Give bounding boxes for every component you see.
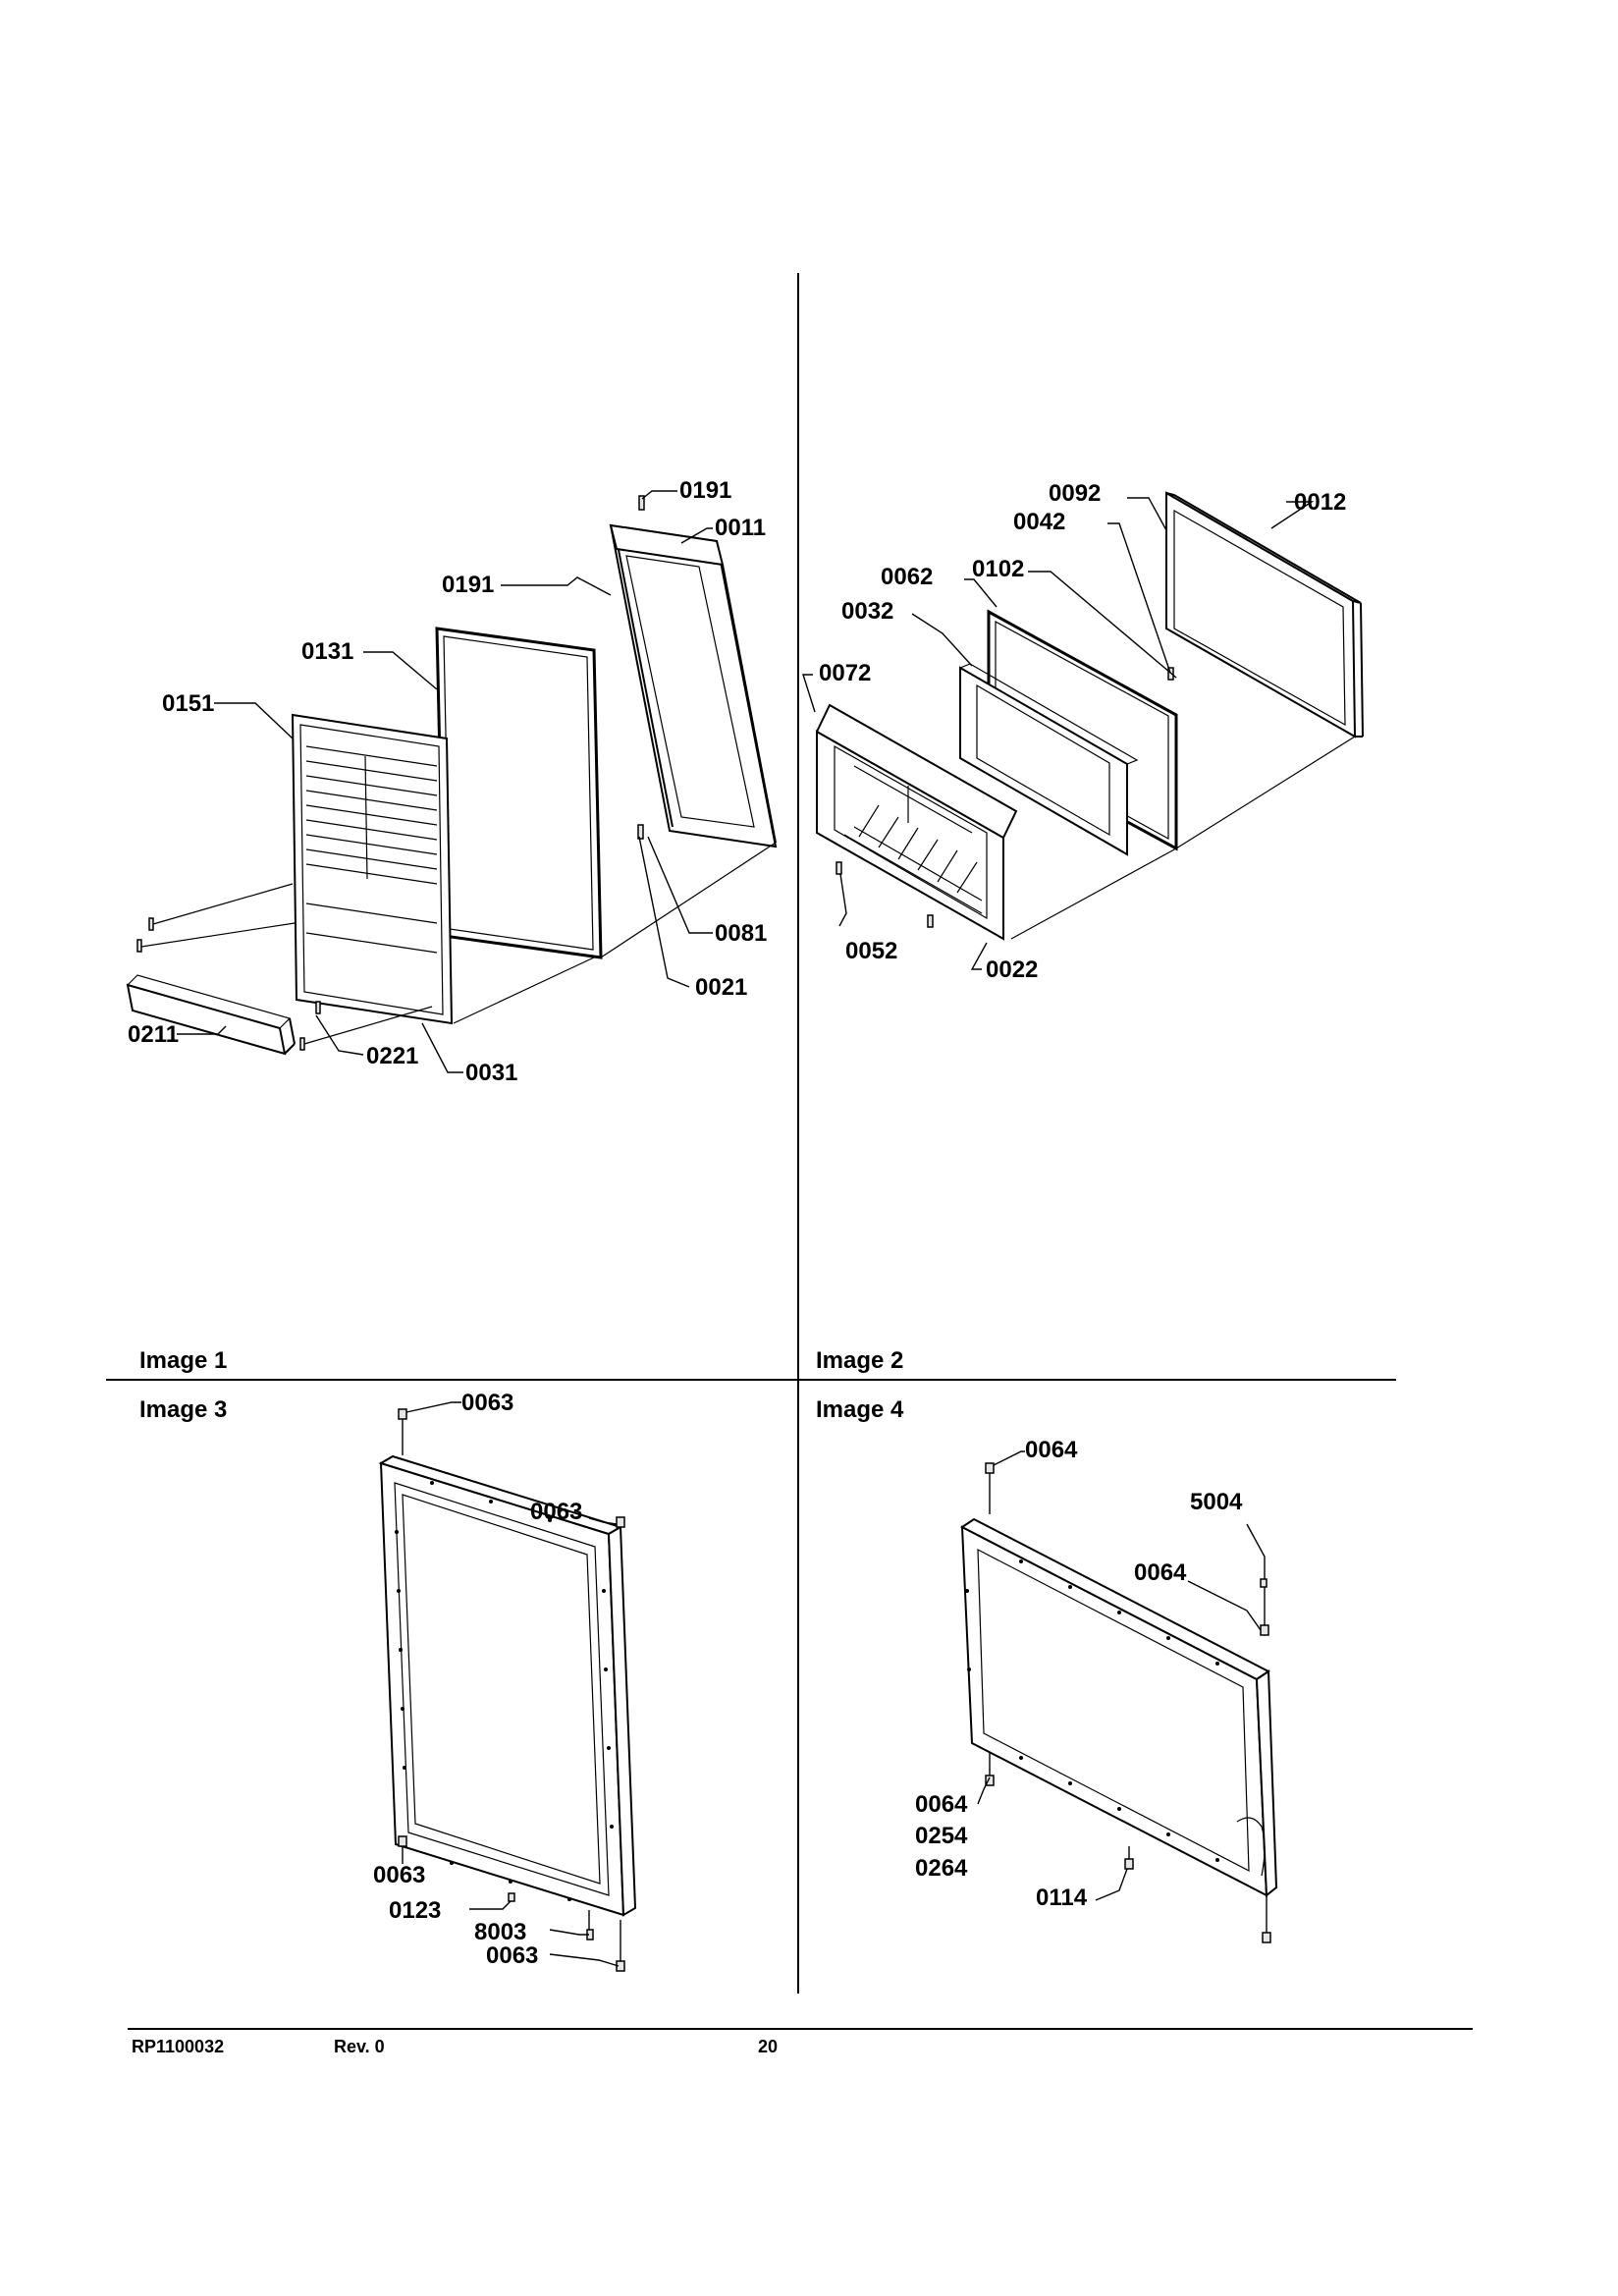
callout-0064-right: 0064 bbox=[1134, 1559, 1187, 1586]
callout-0123: 0123 bbox=[389, 1897, 441, 1924]
footer-page-number: 20 bbox=[758, 2037, 778, 2056]
freezer-door-outer-panel bbox=[1165, 491, 1364, 738]
freezer-frame-assembly bbox=[960, 1517, 1278, 1898]
callout-8003: 8003 bbox=[474, 1919, 526, 1945]
callout-0064-top: 0064 bbox=[1025, 1437, 1078, 1463]
callout-0081: 0081 bbox=[715, 920, 767, 947]
door-outer-panel bbox=[609, 523, 778, 848]
liner-basket-ribs bbox=[843, 765, 983, 914]
callout-0191-top: 0191 bbox=[679, 477, 731, 504]
image1-assembly-lines bbox=[140, 842, 777, 1045]
image2-panel: 0092 0012 0042 0062 0102 0032 0072 0052 … bbox=[802, 480, 1364, 1374]
image3-caption: Image 3 bbox=[139, 1396, 227, 1423]
image3-leaders bbox=[402, 1401, 621, 1967]
image2-leaders bbox=[802, 497, 1315, 970]
panel-dividers bbox=[106, 273, 1473, 2030]
callout-0191-side: 0191 bbox=[442, 572, 494, 598]
door-bin bbox=[126, 974, 296, 1056]
callout-0052: 0052 bbox=[845, 938, 897, 964]
callout-0031: 0031 bbox=[465, 1060, 517, 1086]
image4-caption: Image 4 bbox=[816, 1396, 904, 1423]
image2-assembly-lines bbox=[1010, 736, 1356, 940]
freezer-door-breaker bbox=[958, 663, 1139, 856]
image2-caption: Image 2 bbox=[816, 1347, 903, 1374]
door-frame-assembly bbox=[378, 1454, 637, 1917]
liner-shelf-ribs bbox=[305, 745, 438, 954]
callout-0063-bottom: 0063 bbox=[486, 1942, 538, 1969]
callout-0062: 0062 bbox=[881, 564, 933, 590]
callout-0064-bottom: 0064 bbox=[915, 1791, 968, 1818]
callout-5004: 5004 bbox=[1190, 1489, 1243, 1515]
callout-0092: 0092 bbox=[1049, 480, 1101, 507]
image4-leaders bbox=[977, 1450, 1267, 1933]
image1-leaders bbox=[177, 490, 713, 1073]
frame-holes bbox=[395, 1481, 614, 1901]
door-gasket bbox=[435, 627, 603, 959]
callout-0063-top: 0063 bbox=[461, 1390, 513, 1416]
callout-0211: 0211 bbox=[128, 1021, 179, 1048]
frame-holes bbox=[965, 1559, 1219, 1862]
footer-revision: Rev. 0 bbox=[334, 2037, 385, 2056]
image1-caption: Image 1 bbox=[139, 1347, 227, 1374]
callout-0021: 0021 bbox=[695, 974, 747, 1001]
callout-0011: 0011 bbox=[715, 515, 766, 541]
callout-0022: 0022 bbox=[986, 957, 1038, 983]
freezer-door-liner bbox=[815, 703, 1018, 941]
image3-panel: Image 3 bbox=[139, 1390, 637, 1972]
callout-0254: 0254 bbox=[915, 1823, 968, 1849]
callout-0032: 0032 bbox=[841, 598, 893, 625]
page-footer: RP1100032 Rev. 0 20 bbox=[132, 2037, 778, 2056]
callout-0131: 0131 bbox=[301, 638, 353, 665]
callout-0221: 0221 bbox=[366, 1043, 418, 1069]
callout-0063-right: 0063 bbox=[530, 1499, 582, 1525]
callout-0072: 0072 bbox=[819, 660, 871, 686]
callout-0114: 0114 bbox=[1036, 1885, 1088, 1911]
callout-0102: 0102 bbox=[972, 556, 1024, 582]
callout-0012: 0012 bbox=[1294, 489, 1346, 516]
image4-panel: Image 4 bbox=[816, 1396, 1278, 1943]
callout-0151: 0151 bbox=[162, 690, 214, 717]
callout-0063-bottom-left: 0063 bbox=[373, 1862, 425, 1888]
callout-0264: 0264 bbox=[915, 1855, 968, 1882]
door-liner bbox=[291, 713, 454, 1025]
image1-panel: 0191 0011 0191 0131 0151 0081 0021 0211 … bbox=[126, 477, 778, 1374]
footer-doc-number: RP1100032 bbox=[132, 2037, 224, 2056]
callout-0042: 0042 bbox=[1013, 509, 1065, 535]
